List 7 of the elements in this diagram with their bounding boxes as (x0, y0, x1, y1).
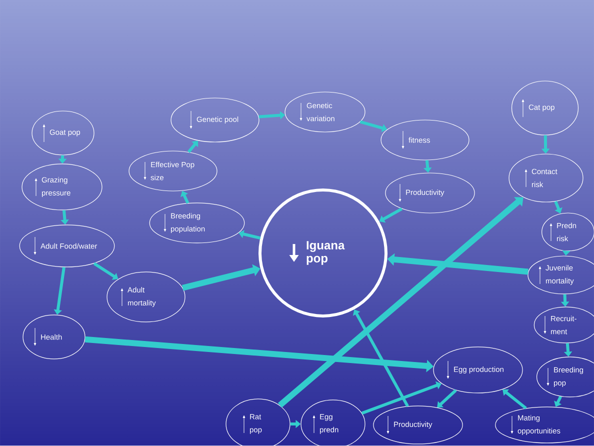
arrow (187, 140, 198, 153)
arrow (554, 396, 562, 407)
arrow (93, 262, 118, 280)
arrow (437, 389, 457, 408)
arrow (278, 197, 524, 408)
arrow (554, 200, 562, 214)
arrow (502, 389, 527, 410)
